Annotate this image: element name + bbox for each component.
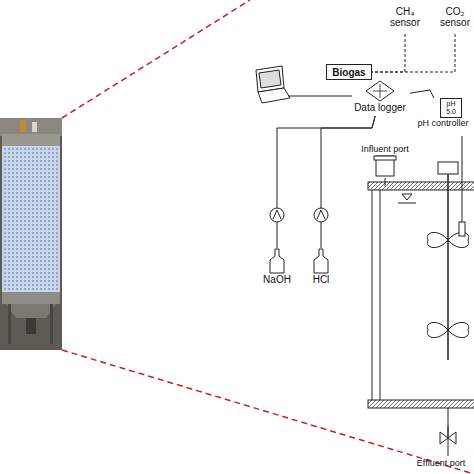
gas-box: Biogas bbox=[326, 64, 372, 80]
node-label: Influent port bbox=[361, 144, 409, 154]
effluent-port: Effluent port bbox=[408, 458, 474, 472]
bottle-symbol bbox=[314, 249, 328, 273]
node-label: NaOH bbox=[263, 274, 291, 285]
laptop-symbol bbox=[256, 66, 290, 103]
node-label: Effluent port bbox=[417, 458, 465, 468]
connector-line bbox=[372, 34, 455, 72]
reactor-photo bbox=[0, 118, 62, 350]
data-wire bbox=[288, 96, 352, 97]
sensor-label: CH₄ sensor bbox=[386, 6, 424, 34]
connector-line bbox=[372, 34, 405, 72]
logger-diamond bbox=[365, 80, 395, 102]
influent-port: Influent port bbox=[352, 144, 418, 184]
node-label: CO₂ sensor bbox=[436, 6, 474, 28]
node-label: CH₄ sensor bbox=[386, 6, 424, 28]
sensor-label: CO₂ sensor bbox=[436, 6, 474, 34]
port-symbol bbox=[374, 156, 396, 160]
node-label: Data logger bbox=[354, 102, 406, 113]
bottle-symbol bbox=[268, 248, 286, 274]
ph-controller: pH 5.0pH controller bbox=[412, 98, 474, 136]
setpoint-display: pH 5.0 bbox=[440, 98, 462, 118]
connector-line bbox=[410, 90, 434, 98]
data-logger: Data logger bbox=[350, 80, 410, 116]
bottle-symbol bbox=[312, 248, 330, 274]
pump-symbol bbox=[270, 208, 328, 222]
node-label: pH controller bbox=[417, 118, 468, 128]
logger-diamond bbox=[366, 81, 394, 101]
reagent-bottle: NaOH bbox=[262, 248, 292, 290]
node-label: HCl bbox=[313, 274, 330, 285]
reactor-vessel bbox=[368, 136, 474, 456]
bottle-symbol bbox=[270, 249, 284, 273]
connector-line bbox=[277, 116, 375, 248]
logger-diamond bbox=[373, 84, 387, 98]
port-symbol bbox=[352, 154, 418, 178]
connector-line bbox=[321, 116, 375, 248]
zoom-line bbox=[62, 0, 474, 474]
node-label: Biogas bbox=[332, 67, 365, 78]
reagent-bottle: HCl bbox=[306, 248, 336, 290]
